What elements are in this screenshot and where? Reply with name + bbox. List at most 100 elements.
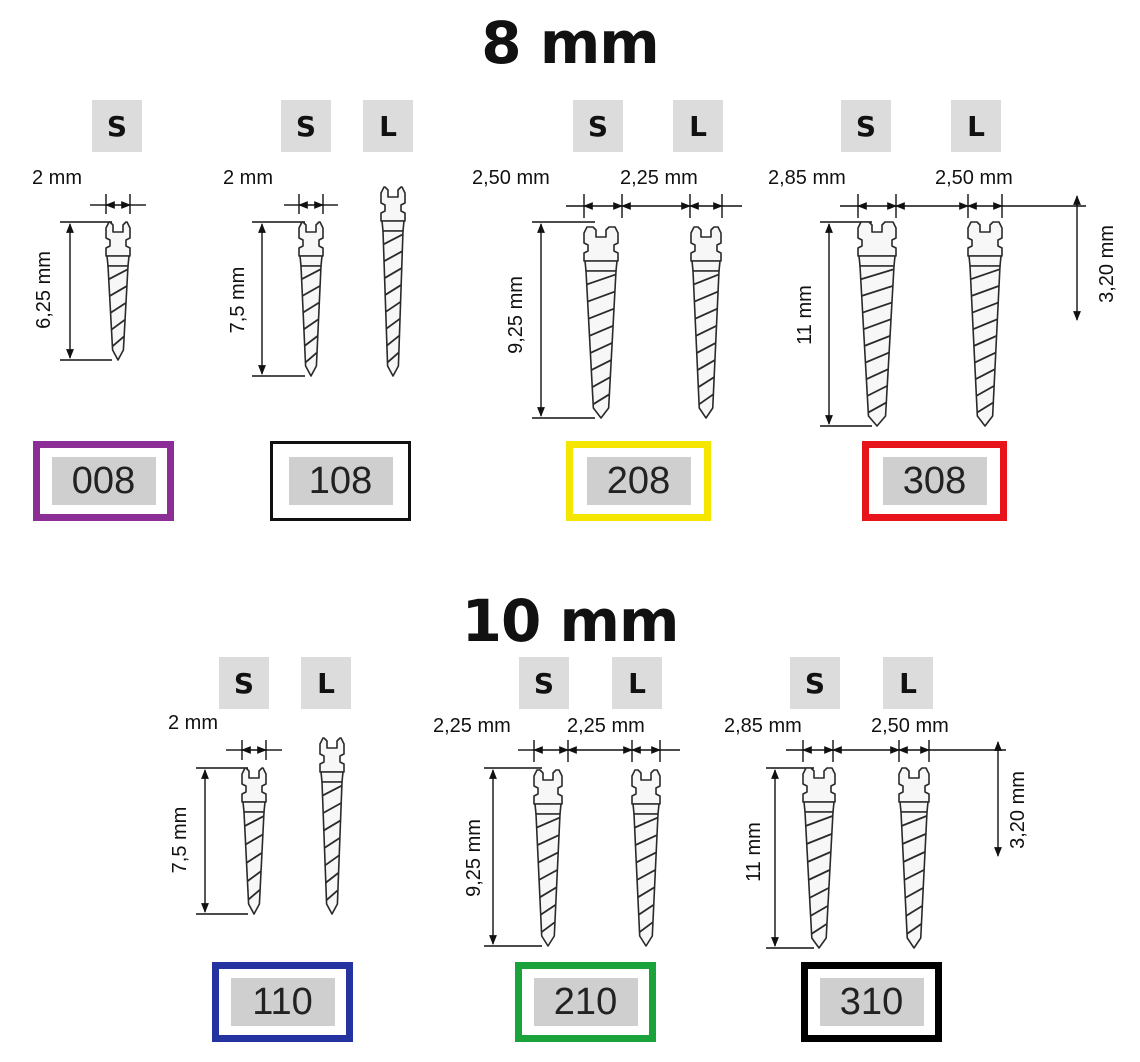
screw-208-s-head xyxy=(583,226,619,262)
screw-210-l-collar xyxy=(632,803,660,815)
screw-210-l-thread xyxy=(635,851,657,864)
dim-110-length: 7,5 mm xyxy=(169,806,191,874)
screw-308-s-thread xyxy=(862,301,892,314)
screw-308-s-thread xyxy=(863,335,891,347)
screw-310-s-thread xyxy=(807,851,831,863)
screw-310-s-head xyxy=(802,767,836,803)
screw-208-s-collar xyxy=(584,260,618,272)
screw-308-l-collar xyxy=(968,255,1002,267)
screw-308-l-thread xyxy=(971,301,999,314)
screw-310-s-thread xyxy=(808,869,830,881)
tag-008-s: S xyxy=(92,100,142,152)
screw-210-s-thread xyxy=(536,816,560,829)
screw-210-s-thread xyxy=(536,834,560,846)
screw-310-l-thread xyxy=(903,869,925,881)
dim-108-head-width: 2 mm xyxy=(223,167,273,189)
screw-008-s-thread xyxy=(108,285,128,297)
tag-308-l: L xyxy=(951,100,1001,152)
screw-208-s-thread xyxy=(586,273,616,286)
tag-110-s: S xyxy=(219,657,269,709)
screw-208-l-head xyxy=(690,226,722,262)
screw-210-s-thread xyxy=(539,904,557,916)
dim-008-length: 6,25 mm xyxy=(33,251,55,329)
screw-108-l xyxy=(380,186,406,377)
screw-308-s-thread xyxy=(866,385,888,397)
screw-110-s-head xyxy=(241,767,267,803)
code-box-108: 108 xyxy=(270,441,411,521)
tag-208-s: S xyxy=(573,100,623,152)
screw-310-l-head xyxy=(898,767,930,803)
screw-110-l-thread xyxy=(323,819,341,832)
screw-308-l-thread xyxy=(973,335,997,347)
screw-208-l-thread xyxy=(693,290,719,303)
tag-210-l: L xyxy=(612,657,662,709)
screw-310-l-thread xyxy=(901,833,927,845)
screw-108-s-thread xyxy=(301,285,321,297)
screw-310-s-thread xyxy=(810,923,828,935)
screw-308-s-collar xyxy=(858,255,896,267)
screw-308-s-thread xyxy=(864,351,890,364)
tag-310-l: L xyxy=(883,657,933,709)
screw-310-l-thread xyxy=(905,905,923,917)
screw-308-l-thread xyxy=(972,318,998,331)
screw-308-s-thread xyxy=(862,318,892,331)
screw-110-l-thread xyxy=(322,802,342,814)
dim-208-head-width-l: 2,25 mm xyxy=(620,167,698,189)
screw-008-s-thread xyxy=(110,319,126,331)
screw-108-l-thread xyxy=(383,267,403,279)
screw-008-s-thread xyxy=(111,335,125,348)
screw-110-l-thread xyxy=(325,872,339,884)
screw-308-s-head xyxy=(857,221,897,257)
code-label-310: 310 xyxy=(819,978,924,1026)
screw-108-l-thread xyxy=(385,318,401,330)
screw-208-l-thread xyxy=(698,393,714,406)
screw-308-l-thread xyxy=(975,385,995,397)
screw-108-s-thread xyxy=(303,335,319,347)
screw-210-l-thread xyxy=(636,869,656,881)
dim-308-length: 11 mm xyxy=(794,285,816,345)
screw-208-s-thread xyxy=(591,376,611,389)
screw-308-s-thread xyxy=(865,368,889,381)
dim-308-head-width-l: 2,50 mm xyxy=(935,167,1013,189)
screw-310-l-collar xyxy=(899,801,929,813)
screw-208-s-thread xyxy=(587,307,615,320)
code-label-008: 008 xyxy=(51,457,156,505)
screw-208-l-thread xyxy=(694,307,718,320)
screw-308-s xyxy=(857,221,897,427)
screw-310-s-thread xyxy=(808,887,830,899)
dim-108-length: 7,5 mm xyxy=(227,266,249,334)
screw-110-s-thread xyxy=(247,889,261,901)
screw-210-s-thread xyxy=(538,869,558,881)
tag-308-s: S xyxy=(841,100,891,152)
screw-208-l-thread xyxy=(696,342,716,354)
screw-310-s-collar xyxy=(803,801,835,813)
screw-308-l-head xyxy=(967,221,1003,257)
screw-110-s-thread xyxy=(244,815,264,827)
dim-210-head-width-s: 2,25 mm xyxy=(433,715,511,737)
code-box-210: 210 xyxy=(515,962,656,1042)
screw-210-s-head xyxy=(533,769,563,805)
screw-210-l-thread xyxy=(634,834,658,846)
tag-208-l: L xyxy=(673,100,723,152)
code-box-308: 308 xyxy=(862,441,1007,521)
screw-210-l xyxy=(631,769,661,947)
screw-110-s-collar xyxy=(242,801,266,813)
screw-210-l-thread xyxy=(637,904,655,916)
screw-110-l-thread xyxy=(323,837,341,849)
screw-110-s-thread xyxy=(244,833,264,846)
screw-208-l-thread xyxy=(693,273,719,286)
dim-308-head-width-s: 2,85 mm xyxy=(768,167,846,189)
screw-308-l xyxy=(967,221,1003,427)
dim-310-head-width-l: 2,50 mm xyxy=(871,715,949,737)
screw-308-s-thread xyxy=(867,401,887,414)
code-label-208: 208 xyxy=(586,457,691,505)
screw-310-l-thread xyxy=(904,887,924,899)
screw-308-l-thread xyxy=(974,368,996,381)
screw-208-s-thread xyxy=(587,290,615,303)
dim-208-head-width-s: 2,50 mm xyxy=(472,167,550,189)
screw-110-l-thread xyxy=(325,889,339,901)
screw-210-l-thread xyxy=(637,886,655,899)
screw-310-l-thread xyxy=(901,815,927,827)
screw-208-l-collar xyxy=(691,260,721,272)
